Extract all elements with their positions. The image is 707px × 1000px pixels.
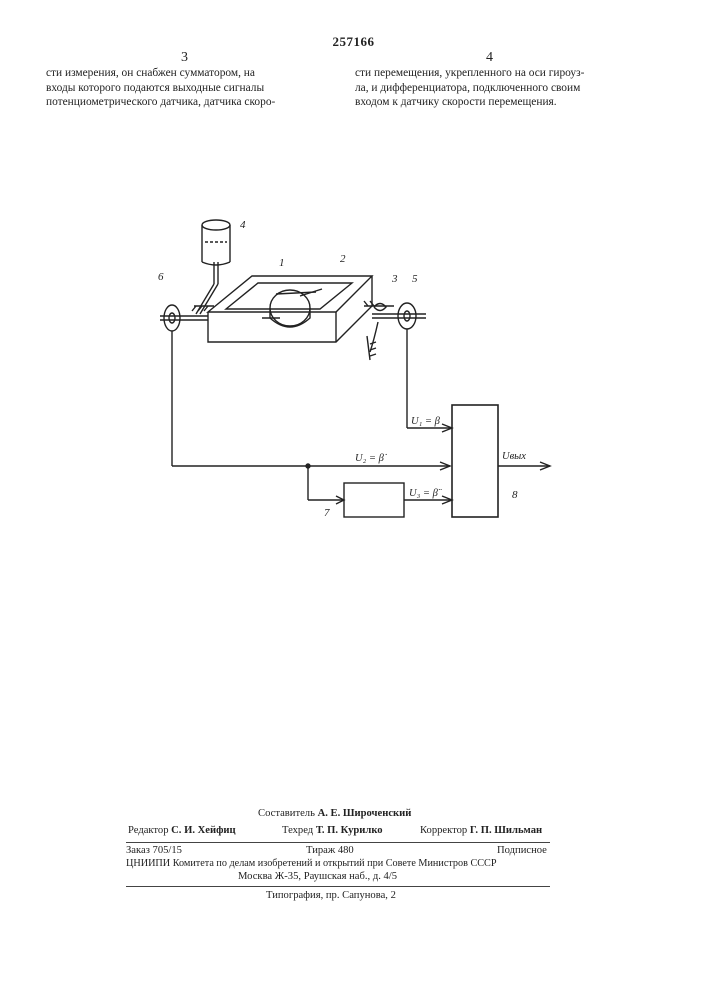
gimbal-frame	[208, 276, 372, 342]
label-part-7: 7	[324, 507, 330, 519]
printer: Типография, пр. Сапунова, 2	[266, 890, 396, 901]
footer-divider-bottom	[126, 886, 550, 887]
footer-divider	[126, 842, 550, 843]
circulation: Тираж 480	[306, 845, 354, 856]
sensor-5	[398, 303, 416, 329]
techred-line: Техред Т. П. Курилко	[282, 825, 383, 836]
text-line: ла, и дифференциатора, подключенного сво…	[355, 81, 655, 96]
label-part-2: 2	[340, 253, 346, 265]
left-column-number: 3	[181, 50, 188, 66]
techred-prefix: Техред	[282, 825, 313, 836]
compiler-name: А. Е. Широченский	[318, 808, 412, 819]
subscription: Подписное	[497, 845, 547, 856]
label-part-4: 4	[240, 219, 246, 231]
label-part-3: 3	[391, 273, 398, 285]
editor-prefix: Редактор	[128, 825, 169, 836]
corrector-prefix: Корректор	[420, 825, 467, 836]
address: Москва Ж-35, Раушская наб., д. 4/5	[238, 871, 397, 882]
gyro-schematic-figure: 4 1 2 3 5 6 7 8 U₁ = β U₂ = β̇ U₃ = β̈ U…	[0, 200, 707, 540]
right-column-number: 4	[486, 50, 493, 66]
corrector-line: Корректор Г. П. Шильман	[420, 825, 542, 836]
techred-name: Т. П. Курилко	[316, 825, 383, 836]
damper-cylinder	[196, 220, 230, 314]
label-signal-u3: U₃ = β̈	[409, 488, 442, 499]
compiler-prefix: Составитель	[258, 808, 315, 819]
left-column-text: сти измерения, он снабжен сумматором, на…	[46, 66, 321, 110]
right-column-text: сти перемещения, укрепленного на оси гир…	[355, 66, 655, 110]
label-part-8: 8	[512, 489, 518, 501]
label-signal-u1: U₁ = β	[411, 416, 441, 427]
gyro-rotor	[262, 289, 322, 327]
spring-3	[374, 304, 386, 311]
label-part-1: 1	[279, 257, 285, 269]
editor-line: Редактор С. И. Хейфиц	[128, 825, 236, 836]
text-line: входы которого подаются выходные сигналы	[46, 81, 321, 96]
label-signal-u2: U₂ = β̇	[355, 453, 387, 464]
label-part-5: 5	[412, 273, 418, 285]
compiler-line: Составитель А. Е. Широченский	[258, 808, 411, 819]
label-signal-out: Uвых	[502, 451, 526, 462]
order-number: Заказ 705/15	[126, 845, 182, 856]
adder-block	[452, 405, 498, 517]
label-part-6: 6	[158, 271, 164, 283]
text-line: входом к датчику скорости перемещения.	[355, 95, 655, 110]
sensor-6	[164, 305, 180, 331]
institute: ЦНИИПИ Комитета по делам изобретений и о…	[126, 858, 497, 869]
corrector-name: Г. П. Шильман	[470, 825, 542, 836]
editor-name: С. И. Хейфиц	[171, 825, 235, 836]
text-line: сти измерения, он снабжен сумматором, на	[46, 66, 321, 81]
text-line: потенциометрического датчика, датчика ск…	[46, 95, 321, 110]
patent-number: 257166	[0, 34, 707, 50]
differentiator-block	[344, 483, 404, 517]
text-line: сти перемещения, укрепленного на оси гир…	[355, 66, 655, 81]
